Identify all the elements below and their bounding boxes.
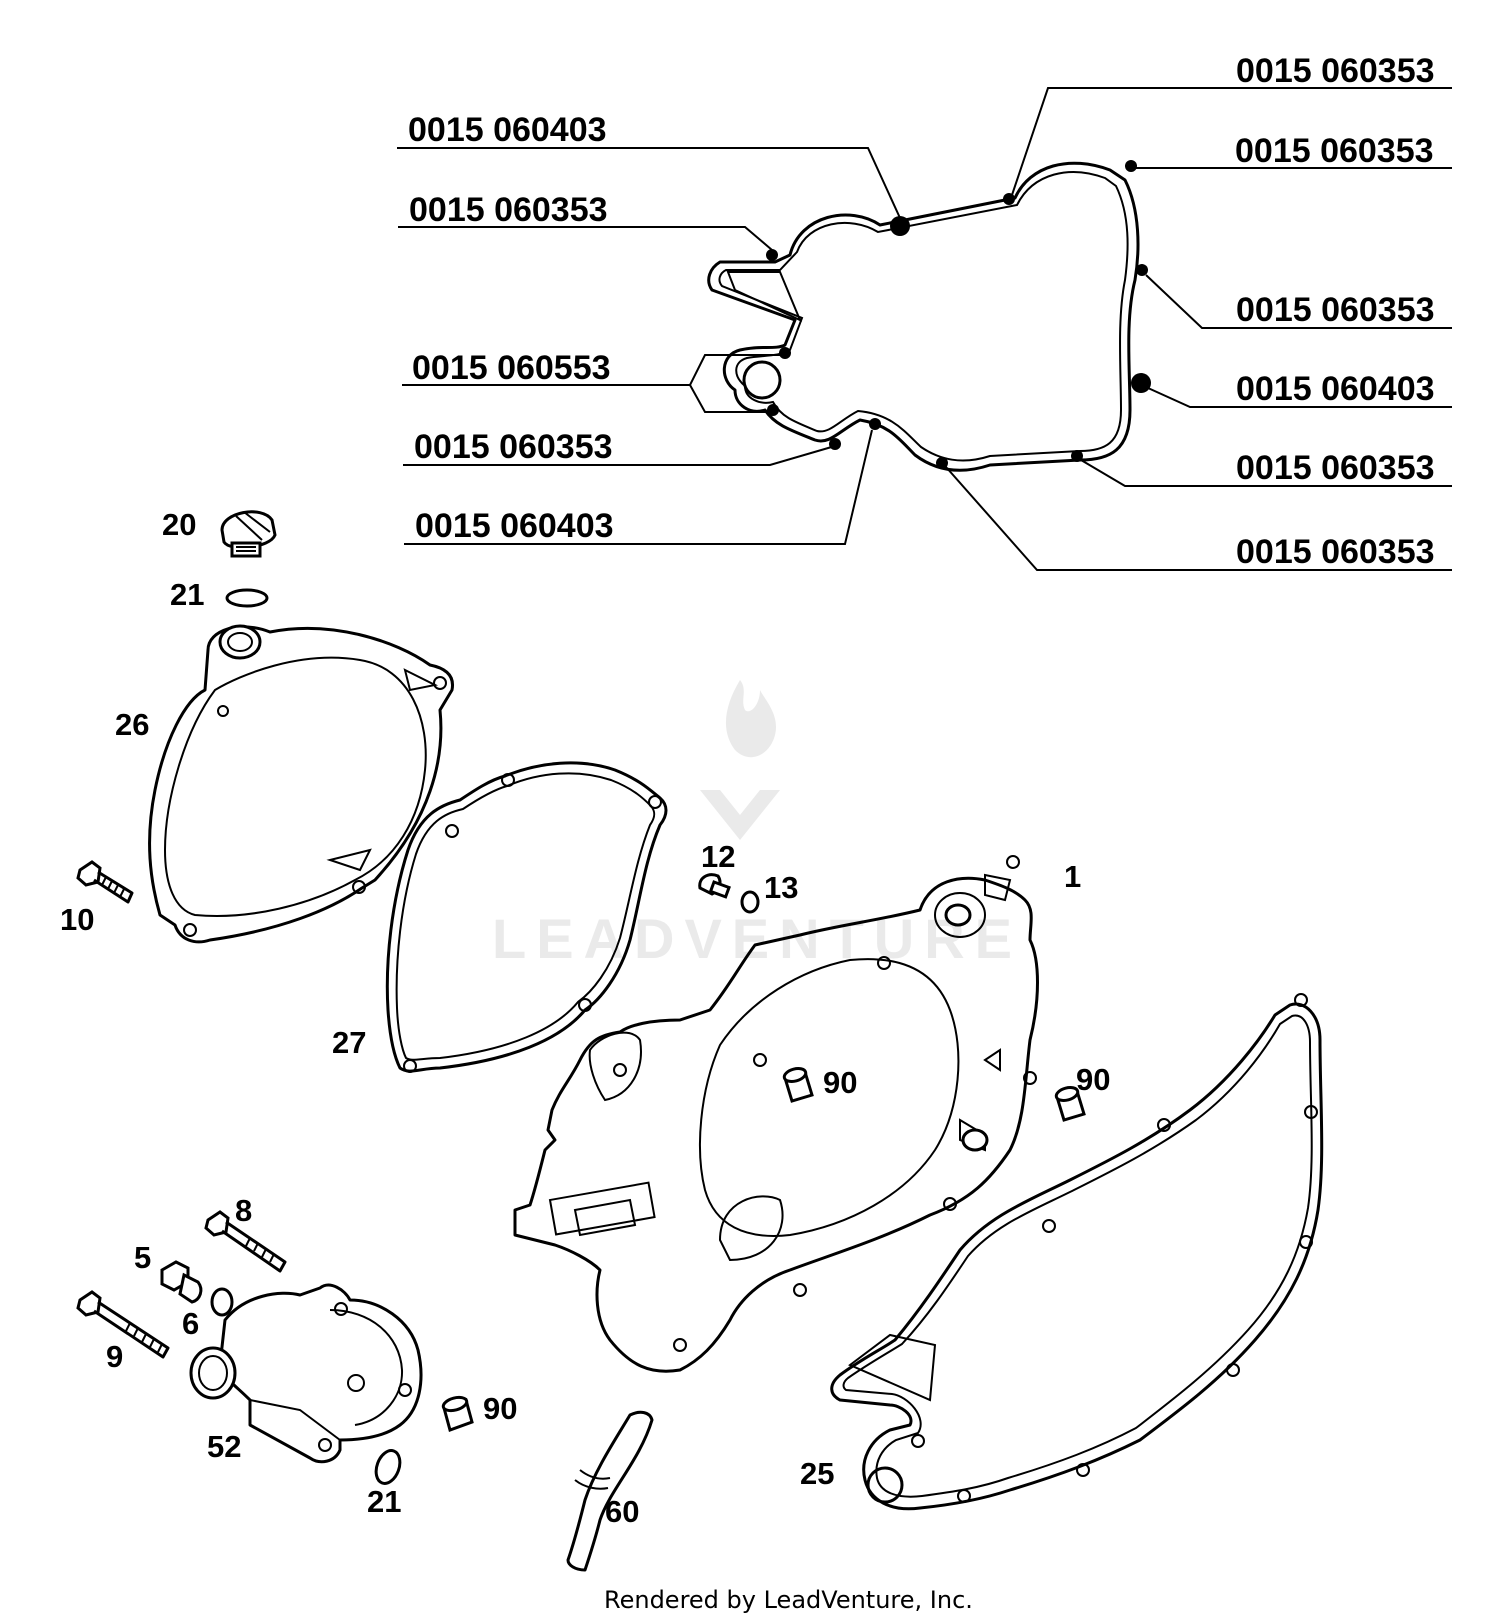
leadventure-watermark: LEADVENTURE [492, 680, 1022, 970]
case-cover [513, 855, 1039, 1373]
callout-10: 10 [60, 902, 94, 937]
callout-90: 90 [823, 1065, 857, 1100]
callout-90: 90 [483, 1391, 517, 1426]
bolt [76, 860, 134, 904]
callout-21: 21 [170, 577, 204, 612]
callout-5: 5 [134, 1240, 151, 1275]
callout-90: 90 [1076, 1062, 1110, 1097]
callout-6: 6 [182, 1306, 199, 1341]
gasket-part-numbers-left: 0015 060403 0015 060353 0015 060553 0015… [408, 111, 614, 545]
part-number-label: 0015 060403 [408, 111, 607, 149]
o-ring [225, 588, 269, 608]
o-ring [374, 1449, 402, 1485]
dowel-sleeve [1054, 1086, 1086, 1122]
gasket-detail-outline [707, 161, 1140, 472]
callout-numbers: 1 5 6 8 9 10 12 13 20 21 21 25 26 27 52 … [60, 507, 1110, 1529]
drain-screw [160, 1260, 203, 1304]
bolt [204, 1210, 287, 1273]
part-number-label: 0015 060353 [1236, 291, 1435, 329]
callout-60: 60 [605, 1494, 639, 1529]
washer [740, 890, 760, 914]
part-number-label: 0015 060353 [1235, 132, 1434, 170]
watermark-text: LEADVENTURE [492, 907, 1022, 970]
part-number-label: 0015 060353 [414, 428, 613, 466]
callout-8: 8 [235, 1193, 252, 1228]
part-number-label: 0015 060353 [1236, 52, 1435, 90]
callout-25: 25 [800, 1456, 834, 1491]
hose [566, 1410, 654, 1572]
callout-9: 9 [106, 1339, 123, 1374]
gasket-detail-holes [766, 160, 1151, 469]
dowel-sleeve [782, 1067, 814, 1103]
callout-1: 1 [1064, 859, 1081, 894]
callout-21: 21 [367, 1484, 401, 1519]
part-number-label: 0015 060403 [415, 507, 614, 545]
bolt [76, 1290, 170, 1359]
callout-26: 26 [115, 707, 149, 742]
callout-20: 20 [162, 507, 196, 542]
callout-27: 27 [332, 1025, 366, 1060]
oil-filler-plug [220, 510, 277, 558]
callout-13: 13 [764, 870, 798, 905]
part-number-label: 0015 060353 [1236, 449, 1435, 487]
part-number-label: 0015 060403 [1236, 370, 1435, 408]
screw [698, 873, 731, 899]
dowel-sleeve [441, 1395, 474, 1432]
gasket-leader-lines [397, 87, 1452, 571]
part-number-label: 0015 060353 [409, 191, 608, 229]
gasket-part-numbers-right: 0015 060353 0015 060353 0015 060353 0015… [1235, 52, 1435, 571]
part-number-label: 0015 060353 [1236, 533, 1435, 571]
clutch-cover [148, 624, 455, 944]
credit-text: Rendered by LeadVenture, Inc. [604, 1586, 973, 1614]
callout-12: 12 [701, 839, 735, 874]
clutch-cover-gasket [385, 761, 668, 1073]
washer [210, 1287, 234, 1317]
callout-52: 52 [207, 1429, 241, 1464]
part-number-label: 0015 060553 [412, 349, 611, 387]
water-pump-housing [189, 1283, 423, 1464]
case-cover-gasket [830, 993, 1324, 1511]
